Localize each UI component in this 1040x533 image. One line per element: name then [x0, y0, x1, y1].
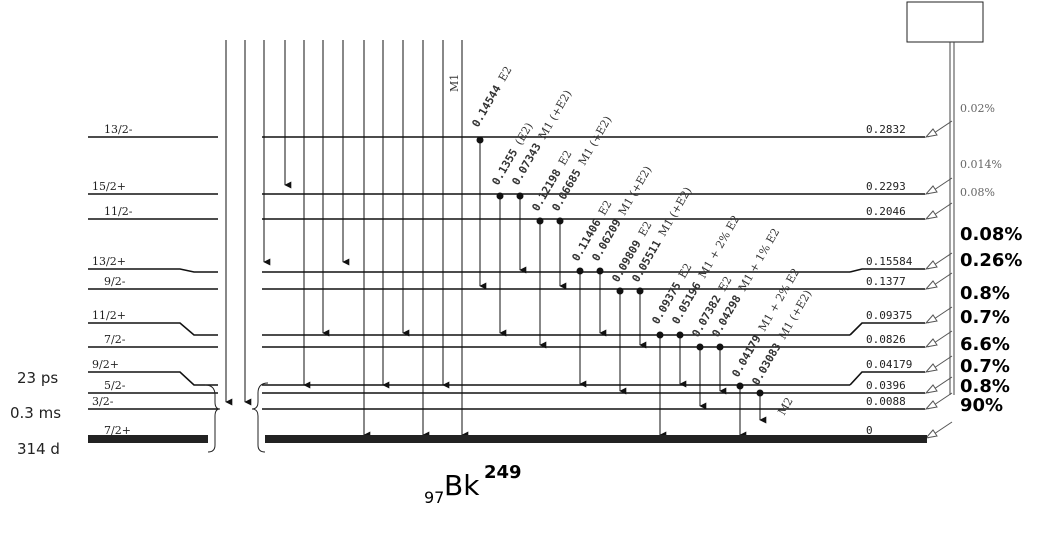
svg-text:Bk: Bk — [444, 469, 480, 502]
feed-arrowhead — [924, 280, 938, 290]
feed-arrowhead — [924, 185, 938, 195]
level-line-right-kink — [849, 322, 925, 336]
lifetime-ground: 314 d — [17, 440, 60, 458]
lifetime-3-2minus: 0.3 ms — [10, 404, 61, 422]
svg-text:97: 97 — [424, 488, 444, 507]
legend-box — [906, 1, 984, 43]
level-spin-label: 13/2- — [104, 123, 133, 136]
feeding-percentage: 0.02% — [960, 102, 995, 115]
feeding-percentage: 0.8% — [960, 283, 1010, 304]
level-spin-label: 11/2+ — [92, 309, 126, 322]
feed-arrowhead — [924, 314, 938, 324]
level-line-right-kink — [849, 268, 925, 273]
svg-text:249: 249 — [484, 462, 522, 483]
level-spin-label: 15/2+ — [92, 180, 126, 193]
level-energy-label: 0.0396 — [866, 379, 906, 392]
level-energy-label: 0.1377 — [866, 275, 906, 288]
feeding-percentage: 0.014% — [960, 158, 1002, 171]
level-spin-label: 7/2- — [104, 333, 126, 346]
feeding-percentage: 0.08% — [960, 224, 1022, 245]
level-energy-label: 0.04179 — [866, 358, 912, 371]
level-energy-label: 0.0088 — [866, 395, 906, 408]
nucleus-label: 97 Bk 249 — [424, 462, 522, 507]
level-spin-label: 9/2- — [104, 275, 126, 288]
feed-arrowhead — [924, 363, 938, 373]
level-energy-label: 0.15584 — [866, 255, 913, 268]
feeding-percentage: 0.8% — [960, 376, 1010, 397]
feeding-percentage: 0.08% — [960, 186, 995, 199]
level-spin-label: 13/2+ — [92, 255, 126, 268]
level-energy-label: 0.2046 — [866, 205, 906, 218]
feeding-percentage: 0.7% — [960, 356, 1010, 377]
level-energy-label: 0 — [866, 424, 873, 437]
level-energy-label: 0.0826 — [866, 333, 906, 346]
m2-label: M2 — [775, 395, 795, 417]
level-spin-label: 5/2- — [104, 379, 126, 392]
ground-state-bar-left — [88, 435, 208, 443]
feed-arrowhead — [924, 429, 938, 439]
ground-state-bar-right — [265, 435, 927, 443]
isomer-bracket-left — [204, 384, 221, 453]
feeding-percentage: 0.26% — [960, 250, 1022, 271]
feed-arrowhead — [924, 400, 938, 410]
feed-arrowhead — [924, 260, 938, 270]
feed-arrowhead — [924, 384, 938, 394]
level-line-left — [88, 322, 218, 336]
isomer-bracket-right — [251, 382, 269, 453]
level-line-right-kink — [849, 371, 925, 386]
level-energy-label: 0.2832 — [866, 123, 906, 136]
level-spin-label: 7/2+ — [104, 424, 131, 437]
level-energy-label: 0.2293 — [866, 180, 906, 193]
feeding-percentage: 6.6% — [960, 334, 1010, 355]
level-spin-label: 3/2- — [92, 395, 114, 408]
level-energy-label: 0.09375 — [866, 309, 912, 322]
feed-arrowhead — [924, 210, 938, 220]
level-line-left — [88, 268, 218, 273]
m1-column-label: M1 — [448, 74, 461, 92]
feed-arrowhead — [924, 338, 938, 348]
level-spin-label: 11/2- — [104, 205, 133, 218]
feed-arrowhead — [924, 128, 938, 138]
feeding-percentage: 0.7% — [960, 307, 1010, 328]
gamma-label: 0.14544 E2 — [469, 64, 514, 129]
lifetime-9-2plus: 23 ps — [17, 369, 58, 387]
feeding-percentage: 90% — [960, 395, 1003, 416]
level-spin-label: 9/2+ — [92, 358, 119, 371]
